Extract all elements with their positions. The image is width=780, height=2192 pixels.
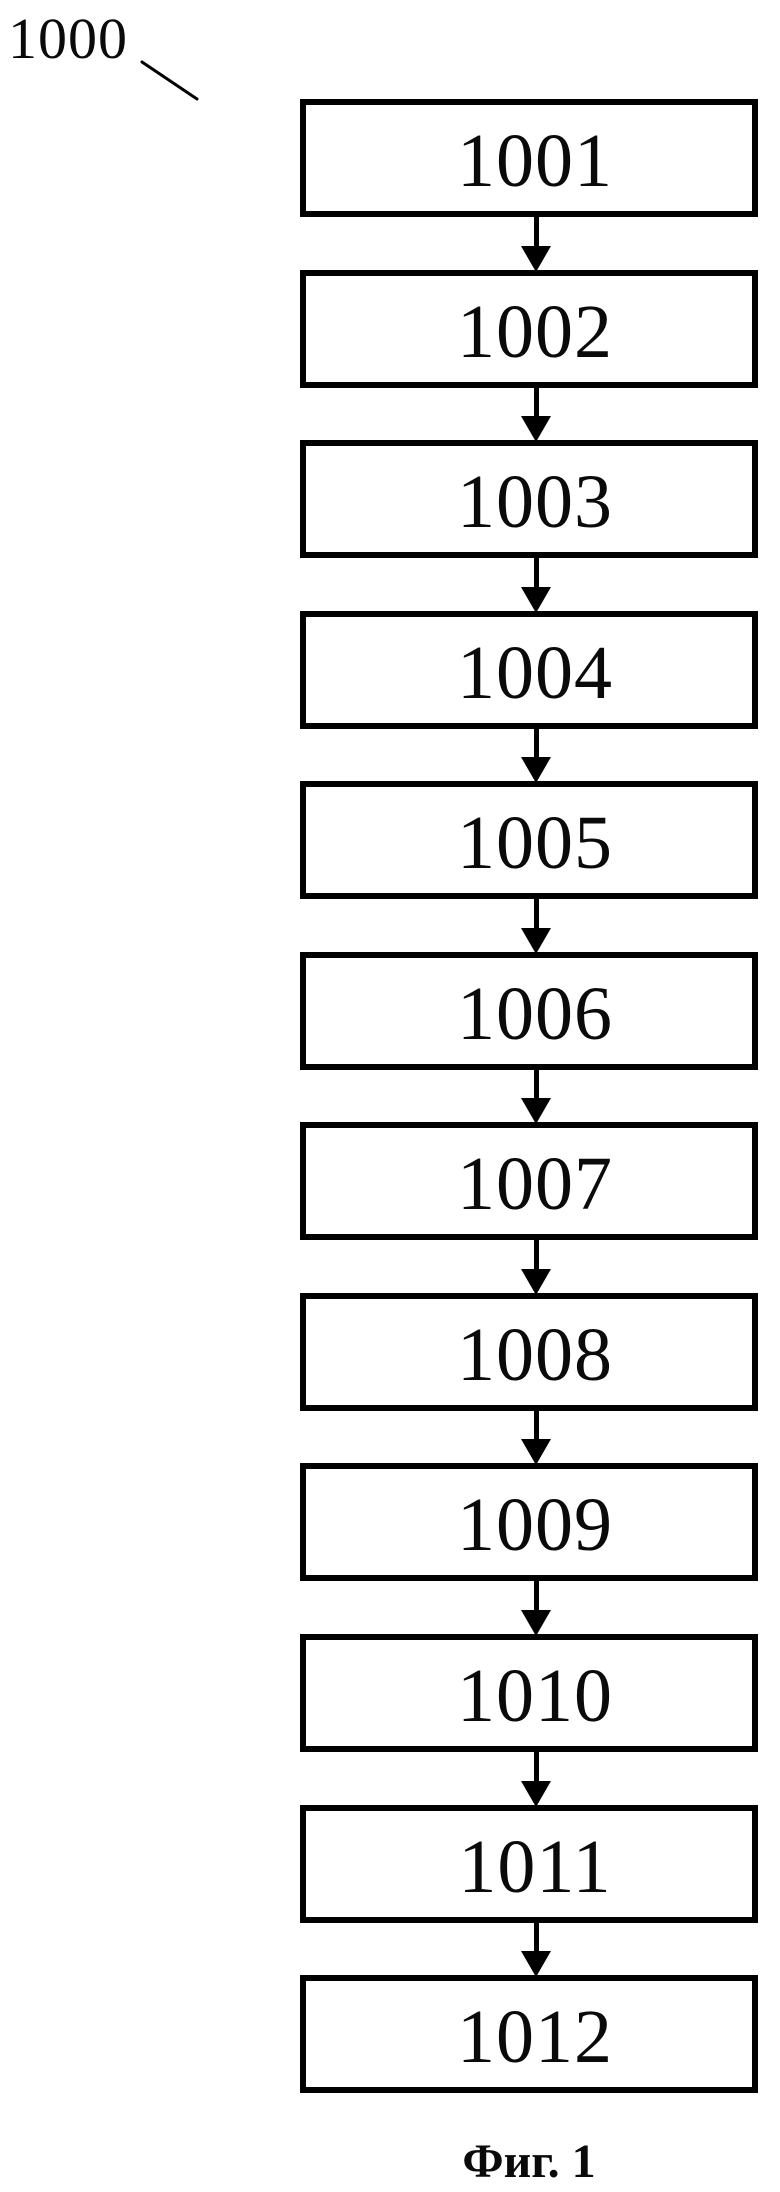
flow-node: 1001 xyxy=(300,99,758,217)
arrow-head-icon xyxy=(521,1610,551,1636)
arrow-stem xyxy=(533,729,539,761)
arrow-head-icon xyxy=(521,1098,551,1124)
flow-node: 1010 xyxy=(300,1634,758,1752)
flow-node-label: 1010 xyxy=(457,1654,613,1738)
flow-node-label: 1011 xyxy=(458,1825,612,1909)
arrow-head-icon xyxy=(521,1951,551,1977)
arrow-stem xyxy=(533,1411,539,1443)
figure-caption: Фиг. 1 xyxy=(462,2135,596,2188)
callout-line xyxy=(140,60,199,101)
arrow-stem xyxy=(533,388,539,420)
arrow-head-icon xyxy=(521,246,551,272)
arrow-head-icon xyxy=(521,1439,551,1465)
flow-node-label: 1005 xyxy=(457,801,613,885)
arrow-stem xyxy=(533,1752,539,1785)
flow-node: 1002 xyxy=(300,270,758,388)
flow-node-label: 1004 xyxy=(457,631,613,715)
arrow-stem xyxy=(533,899,539,932)
flow-node-label: 1009 xyxy=(457,1483,613,1567)
flow-node-label: 1001 xyxy=(457,119,613,203)
arrow-head-icon xyxy=(521,928,551,954)
flow-node-label: 1003 xyxy=(457,460,613,544)
flow-node-label: 1012 xyxy=(457,1995,613,2079)
arrow-head-icon xyxy=(521,587,551,613)
arrow-stem xyxy=(533,217,539,250)
arrow-head-icon xyxy=(521,757,551,783)
arrow-stem xyxy=(533,1240,539,1273)
arrow-stem xyxy=(533,1070,539,1102)
flow-node: 1006 xyxy=(300,952,758,1070)
flow-node-label: 1006 xyxy=(457,972,613,1056)
flow-node: 1008 xyxy=(300,1293,758,1411)
figure-reference-number: 1000 xyxy=(8,6,128,71)
arrow-stem xyxy=(533,558,539,591)
flow-node: 1005 xyxy=(300,781,758,899)
flow-node-label: 1002 xyxy=(457,290,613,374)
flow-node: 1012 xyxy=(300,1975,758,2093)
flow-node-label: 1007 xyxy=(457,1142,613,1226)
arrow-head-icon xyxy=(521,416,551,442)
flow-node: 1007 xyxy=(300,1122,758,1240)
flow-node: 1011 xyxy=(300,1805,758,1923)
arrow-head-icon xyxy=(521,1269,551,1295)
flow-node: 1004 xyxy=(300,611,758,729)
flow-node: 1003 xyxy=(300,440,758,558)
flow-node-label: 1008 xyxy=(457,1313,613,1397)
arrow-stem xyxy=(533,1581,539,1614)
arrow-stem xyxy=(533,1923,539,1955)
arrow-head-icon xyxy=(521,1781,551,1807)
flow-node: 1009 xyxy=(300,1463,758,1581)
